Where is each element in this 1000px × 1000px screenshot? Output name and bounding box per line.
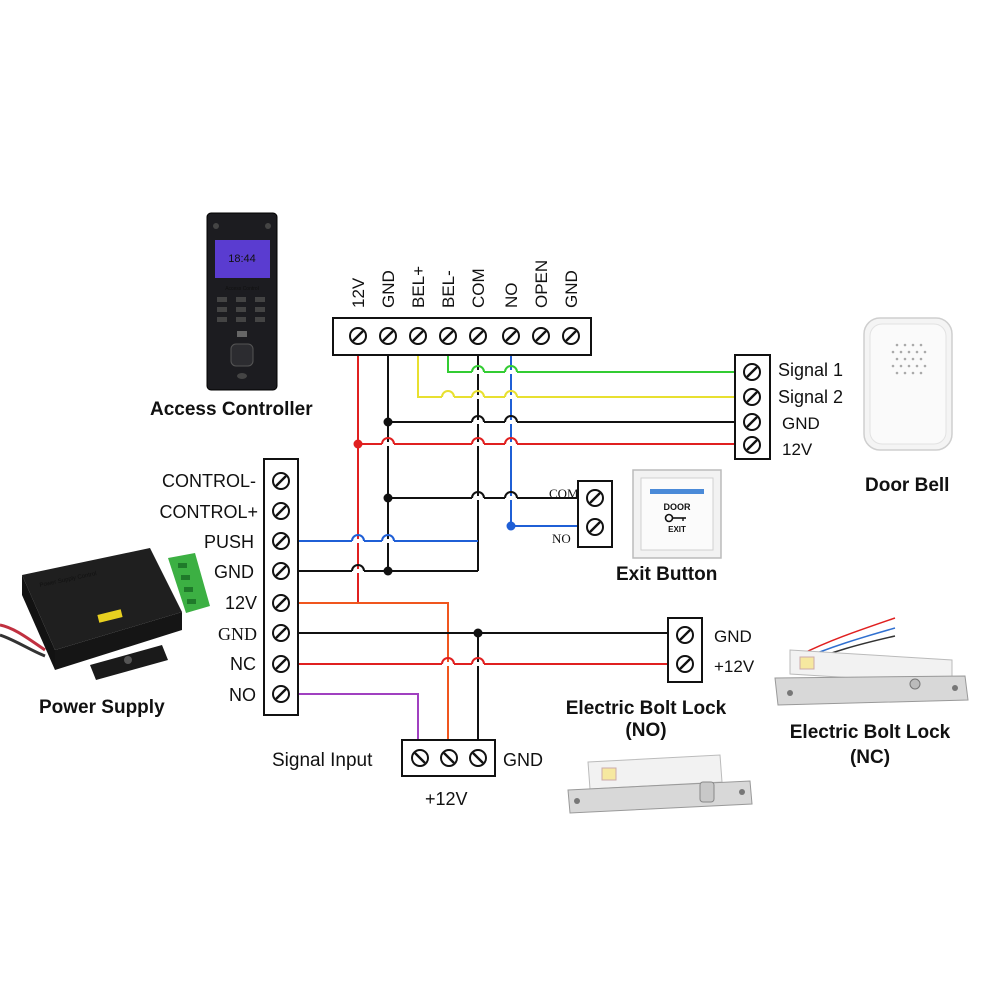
ps-terminal-label: 12V bbox=[225, 593, 257, 613]
signal-gnd-label: GND bbox=[503, 750, 543, 770]
ps-terminal-block bbox=[263, 458, 299, 716]
signal-12v-label: +12V bbox=[425, 789, 468, 809]
wire-yellow-signal2 bbox=[417, 345, 737, 398]
ps-terminal-label: CONTROL+ bbox=[159, 502, 258, 522]
controller-screen-text: Access Control bbox=[225, 286, 259, 292]
ps-terminal-label: NC bbox=[230, 654, 256, 674]
controller-terminal-label: 12V bbox=[349, 277, 368, 308]
exit-button-device: DOOR EXIT bbox=[632, 469, 722, 559]
bell-terminal-label: 12V bbox=[782, 440, 813, 459]
key-icon bbox=[664, 513, 686, 523]
wire-purple-no bbox=[298, 693, 419, 740]
controller-terminal-label: NO bbox=[502, 283, 521, 309]
door-bell-title: Door Bell bbox=[865, 475, 949, 496]
bolt-nc-subtitle: (NC) bbox=[850, 747, 890, 768]
bolt-terminal-label: GND bbox=[714, 627, 752, 646]
bell-terminal-label: GND bbox=[782, 414, 820, 433]
power-supply-device: Power Supply Control bbox=[0, 548, 210, 680]
signal-terminal-block bbox=[401, 739, 496, 777]
bolt-terminal-block bbox=[667, 617, 703, 683]
ps-terminal-label: GND bbox=[214, 562, 254, 582]
access-controller-device: 18:44 Access Control bbox=[206, 212, 278, 391]
bolt-no-subtitle: (NO) bbox=[625, 720, 666, 741]
wire-orange-ps-12v bbox=[298, 602, 449, 740]
exit-terminal-block bbox=[577, 480, 613, 548]
ps-terminal-label: GND bbox=[218, 624, 257, 644]
exit-button-title: Exit Button bbox=[616, 564, 717, 585]
ps-terminal-label: CONTROL- bbox=[162, 471, 256, 491]
bolt-lock-no-device bbox=[567, 754, 753, 814]
controller-terminal-label: BEL+ bbox=[409, 266, 428, 308]
controller-terminal-label: BEL- bbox=[439, 270, 458, 308]
signal-input-label: Signal Input bbox=[272, 750, 373, 771]
exit-terminal-label: COM bbox=[549, 486, 579, 501]
door-bell-device bbox=[863, 317, 953, 451]
exit-button-face-line1: DOOR bbox=[664, 502, 692, 512]
bolt-no-title: Electric Bolt Lock bbox=[566, 698, 727, 719]
access-controller-title: Access Controller bbox=[150, 399, 313, 420]
controller-terminal-block bbox=[332, 317, 592, 356]
terminal-screws bbox=[349, 327, 580, 345]
controller-terminal-label: OPEN bbox=[532, 260, 551, 308]
bolt-nc-title: Electric Bolt Lock bbox=[790, 722, 951, 743]
bell-terminal-label: Signal 2 bbox=[778, 387, 843, 407]
wire-crossovers bbox=[351, 365, 518, 666]
bell-terminal-label: Signal 1 bbox=[778, 360, 843, 380]
exit-terminal-label: NO bbox=[552, 531, 571, 546]
bolt-terminal-label: +12V bbox=[714, 657, 755, 676]
bell-terminal-block bbox=[734, 354, 771, 460]
controller-terminal-label: GND bbox=[562, 270, 581, 308]
controller-terminal-label: GND bbox=[379, 270, 398, 308]
controller-screen-time: 18:44 bbox=[228, 253, 256, 265]
exit-button-face-line2: EXIT bbox=[668, 525, 686, 534]
ps-terminal-label: NO bbox=[229, 685, 256, 705]
bolt-lock-nc-device bbox=[774, 617, 969, 706]
wire-junctions bbox=[353, 417, 516, 638]
ps-terminal-label: PUSH bbox=[204, 532, 254, 552]
controller-terminal-labels: 12V GND BEL+ BEL- COM NO OPEN GND bbox=[349, 260, 581, 308]
controller-terminal-label: COM bbox=[469, 268, 488, 308]
power-supply-title: Power Supply bbox=[39, 697, 165, 718]
